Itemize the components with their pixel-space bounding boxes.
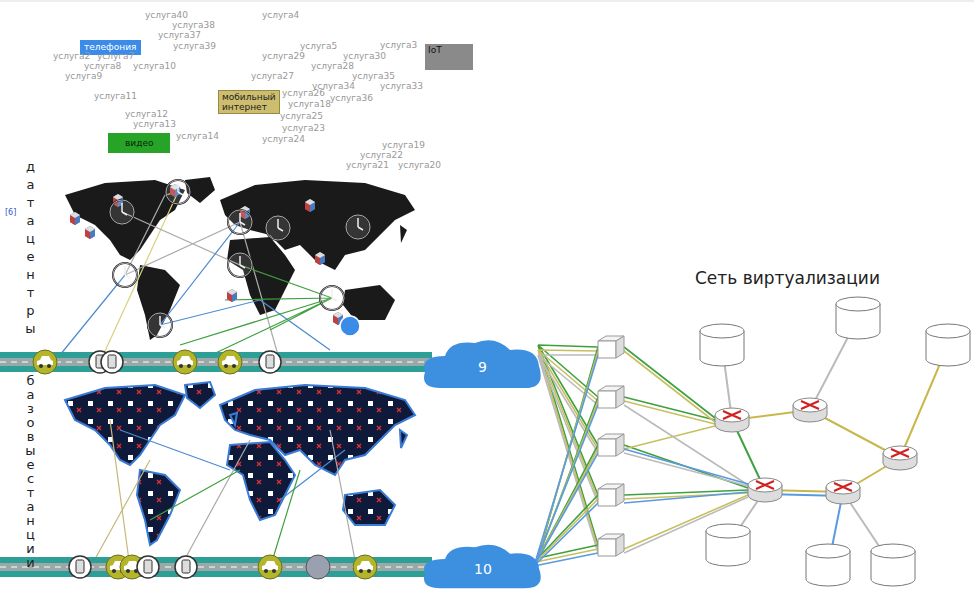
service-name: услуга27: [251, 71, 294, 82]
node-text: мобильный интернет: [222, 92, 276, 112]
marker: [340, 316, 360, 336]
service-name: услуга23: [282, 123, 325, 134]
service-name: услуга36: [330, 93, 373, 104]
service-name: услуга5: [300, 41, 337, 52]
service-box: мобильный интернет: [218, 90, 280, 114]
section-title: Сеть виртуализации: [695, 268, 880, 288]
cloud-outline: [424, 545, 541, 588]
service-name: услуга19: [382, 140, 425, 151]
service-name: услуга39: [173, 41, 216, 52]
service-box: видео: [108, 133, 170, 153]
service-name: услуга9: [65, 71, 102, 82]
world-map: [65, 382, 415, 545]
service-name: услуга40: [145, 10, 188, 21]
node-text: 9: [478, 359, 487, 375]
node-text: 10: [474, 561, 492, 577]
service-name: услуга33: [380, 81, 423, 92]
service-name: услуга25: [280, 111, 323, 122]
routers: [715, 398, 917, 504]
band-devices: [69, 555, 377, 579]
service-box: IoT: [425, 44, 473, 70]
service-name: услуга10: [133, 61, 176, 72]
map-links: [90, 420, 355, 568]
service-name: услуга14: [176, 131, 219, 142]
service-name: услуга12: [125, 109, 168, 120]
world-map: [65, 177, 415, 340]
top-rule: [0, 1, 974, 2]
service-name: услуга11: [94, 91, 137, 102]
service-name: услуга3: [380, 40, 417, 51]
clock-markers: [110, 180, 370, 337]
service-name: услуга4: [262, 10, 299, 21]
service-name: услуга8: [84, 61, 121, 72]
node-text-group: 10: [474, 561, 492, 577]
service-name: услуга24: [262, 134, 305, 145]
databases: [700, 297, 970, 586]
vertical-label: дата центры: [24, 158, 37, 338]
service-name: услуга18: [288, 99, 331, 110]
service-name: услуга13: [133, 119, 176, 130]
band: [0, 352, 432, 372]
service-name: услуга26: [282, 88, 325, 99]
service-name: услуга30: [343, 51, 386, 62]
service-name: услуга20: [398, 160, 441, 171]
service-name: услуга21: [346, 160, 389, 171]
uplinks: [534, 345, 598, 566]
node-text-group: мобильный интернет: [222, 92, 276, 112]
service-name: услуга37: [158, 30, 201, 41]
cloud-outline: [424, 340, 541, 388]
service-name: услуга28: [311, 61, 354, 72]
reference: [6]: [5, 208, 16, 217]
vertical-label: базовые станции: [24, 374, 37, 570]
node-text-group: IoT: [428, 45, 442, 56]
node-text-group: видео: [125, 138, 153, 149]
service-name: услуга29: [262, 51, 305, 62]
node-text-group: 9: [478, 359, 487, 375]
band-devices: [33, 350, 281, 374]
cloud: 9: [420, 335, 545, 390]
data-centre-icons: [70, 184, 343, 325]
node-text: видео: [125, 138, 153, 149]
service-name: услуга2: [53, 51, 90, 62]
cloud: 10: [420, 540, 545, 590]
map-links: [60, 192, 332, 362]
service-name: услуга35: [352, 71, 395, 82]
service-name: услуга7: [97, 51, 134, 62]
core-links: [624, 318, 948, 567]
node-text: IoT: [428, 45, 442, 56]
service-name: услуга38: [172, 20, 215, 31]
switches: [598, 336, 624, 556]
service-name: услуга22: [360, 150, 403, 161]
